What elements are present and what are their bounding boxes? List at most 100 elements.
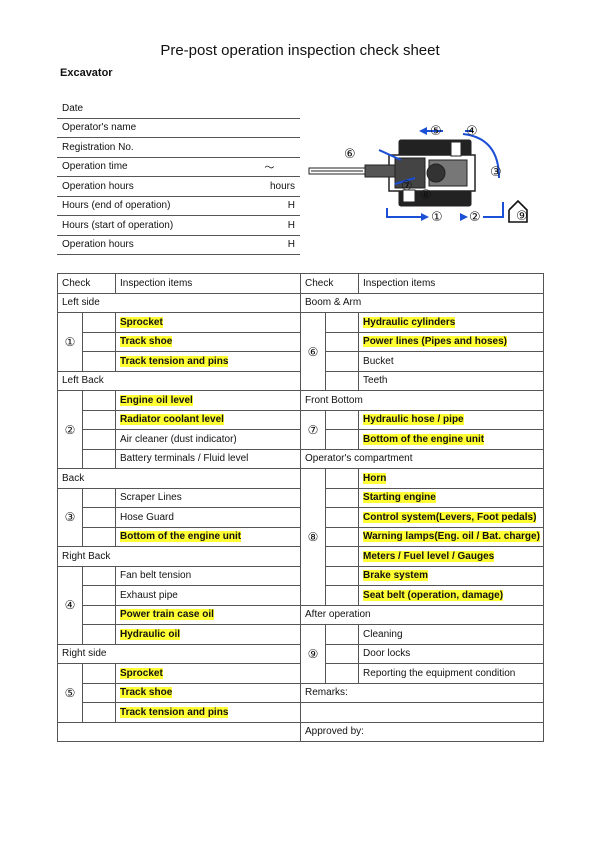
- checkbox-cell[interactable]: [325, 663, 360, 684]
- checkbox-cell[interactable]: [81, 585, 117, 606]
- inspection-item: Battery terminals / Fluid level: [115, 448, 302, 469]
- inspection-item: Sprocket: [115, 312, 302, 333]
- checkbox-cell[interactable]: [325, 312, 360, 333]
- checkbox-cell[interactable]: [81, 429, 117, 450]
- inspection-item: Hydraulic cylinders: [358, 312, 545, 333]
- table-row: Radiator coolant level ⑦ Hydraulic hose …: [58, 409, 545, 450]
- checkbox-cell[interactable]: [81, 351, 117, 372]
- inspection-item: Hose Guard: [115, 507, 302, 528]
- section-left-back: Left Back: [56, 370, 302, 391]
- inspection-item: Radiator coolant level: [115, 409, 302, 430]
- header-items-left: Inspection items: [115, 273, 302, 294]
- inspection-item: Door locks: [358, 643, 545, 664]
- checkbox-cell[interactable]: [81, 448, 117, 469]
- section-right-side: Right side: [56, 643, 302, 664]
- inspection-item: Bottom of the engine unit: [358, 429, 545, 450]
- checkbox-cell[interactable]: [81, 682, 117, 703]
- table-row: Track tension and pins Bucket: [58, 351, 545, 372]
- date-row: Date: [57, 99, 300, 119]
- excavator-top-view-icon: [308, 139, 476, 207]
- machine-type: Excavator: [60, 67, 113, 79]
- checkbox-cell[interactable]: [81, 390, 117, 411]
- section-right-back: Right Back: [56, 546, 302, 567]
- checkbox-cell[interactable]: [325, 409, 360, 430]
- section-operators-compartment: Operator's compartment: [300, 448, 545, 469]
- check-number-4: ④: [57, 565, 83, 645]
- operation-hours-row: Operation hours hours: [57, 176, 300, 197]
- table-row: Back ⑧ Horn: [56, 468, 545, 606]
- checkbox-cell[interactable]: [81, 526, 117, 547]
- checkbox-cell[interactable]: [325, 565, 360, 586]
- inspection-item: Bucket: [358, 351, 545, 372]
- blank-footer-cell: [56, 721, 302, 742]
- checkbox-cell[interactable]: [81, 663, 117, 684]
- table-row: ③ Scraper Lines Starting engine: [57, 487, 545, 547]
- inspection-item: Meters / Fuel level / Gauges: [358, 546, 545, 567]
- check-number-3: ③: [57, 487, 83, 547]
- time-range-tilde: ～: [220, 157, 300, 177]
- inspection-item: Hydraulic oil: [115, 624, 302, 645]
- checkbox-cell[interactable]: [81, 409, 117, 430]
- inspection-route-arrows: [378, 130, 504, 218]
- checkbox-cell[interactable]: [325, 468, 360, 489]
- header-check-right: Check: [300, 273, 360, 294]
- hours-unit: hours: [220, 176, 300, 197]
- table-header-row: Check Inspection items Check Inspection …: [56, 273, 545, 294]
- approved-by-label[interactable]: Approved by:: [300, 721, 545, 742]
- checkbox-cell[interactable]: [325, 546, 360, 567]
- marker-1: ①: [431, 210, 443, 225]
- section-back: Back: [56, 468, 302, 489]
- checkbox-cell[interactable]: [325, 331, 360, 352]
- table-row: Power train case oil After operation: [58, 604, 545, 625]
- checkbox-cell[interactable]: [325, 487, 360, 508]
- inspection-item: Fan belt tension: [115, 565, 302, 586]
- checkbox-cell[interactable]: [325, 624, 360, 645]
- checkbox-cell[interactable]: [81, 331, 117, 352]
- inspection-item: Power train case oil: [115, 604, 302, 625]
- checkbox-cell[interactable]: [81, 624, 117, 645]
- checkbox-cell[interactable]: [325, 370, 360, 391]
- inspection-item: Power lines (Pipes and hoses): [358, 331, 545, 352]
- checkbox-cell[interactable]: [81, 312, 117, 333]
- inspection-item: Control system(Levers, Foot pedals): [358, 507, 545, 528]
- inspection-item: Sprocket: [115, 663, 302, 684]
- hours-end-label: Hours (end of operation): [57, 196, 221, 216]
- header-check-left: Check: [56, 273, 117, 294]
- table-row: Hose Guard Control system(Levers, Foot p…: [58, 507, 545, 528]
- operator-name-label: Operator's name: [57, 118, 300, 138]
- inspection-item: Brake system: [358, 565, 545, 586]
- table-row: Track tension and pins: [58, 702, 545, 723]
- hours-start-row: Hours (start of operation) H: [57, 215, 300, 236]
- checkbox-cell[interactable]: [81, 565, 117, 586]
- remarks-field[interactable]: [300, 702, 545, 723]
- inspection-item: Horn: [358, 468, 545, 489]
- inspection-item: Engine oil level: [115, 390, 302, 411]
- table-row: ④ Fan belt tension Brake system: [57, 565, 545, 645]
- checkbox-cell[interactable]: [325, 643, 360, 664]
- checkbox-cell[interactable]: [81, 507, 117, 528]
- operation-hours-total-unit: H: [220, 235, 300, 255]
- checkbox-cell[interactable]: [325, 585, 360, 606]
- check-number-9: ⑨: [300, 624, 327, 684]
- checkbox-cell[interactable]: [325, 351, 360, 372]
- checkbox-cell[interactable]: [81, 604, 117, 625]
- inspection-item: Bottom of the engine unit: [115, 526, 302, 547]
- checkbox-cell[interactable]: [325, 429, 360, 450]
- marker-9: ⑨: [516, 209, 528, 224]
- checkbox-cell[interactable]: [325, 526, 360, 547]
- section-after-operation: After operation: [300, 604, 545, 625]
- check-number-1: ①: [57, 312, 83, 372]
- operation-hours-label: Operation hours: [57, 176, 221, 197]
- inspection-item: Starting engine: [358, 487, 545, 508]
- hours-end-row: Hours (end of operation) H: [57, 196, 300, 216]
- marker-3: ③: [490, 165, 502, 180]
- remarks-label: Remarks:: [300, 682, 545, 703]
- checkbox-cell[interactable]: [81, 702, 117, 723]
- checkbox-cell[interactable]: [81, 487, 117, 508]
- inspection-item: Reporting the equipment condition: [358, 663, 545, 684]
- inspection-item: Track tension and pins: [115, 702, 302, 723]
- checkbox-cell[interactable]: [325, 507, 360, 528]
- operation-hours-total-label: Operation hours: [57, 235, 221, 255]
- table-row: Hydraulic oil ⑨ Cleaning: [58, 624, 545, 684]
- table-row: Air cleaner (dust indicator) Bottom of t…: [58, 429, 545, 450]
